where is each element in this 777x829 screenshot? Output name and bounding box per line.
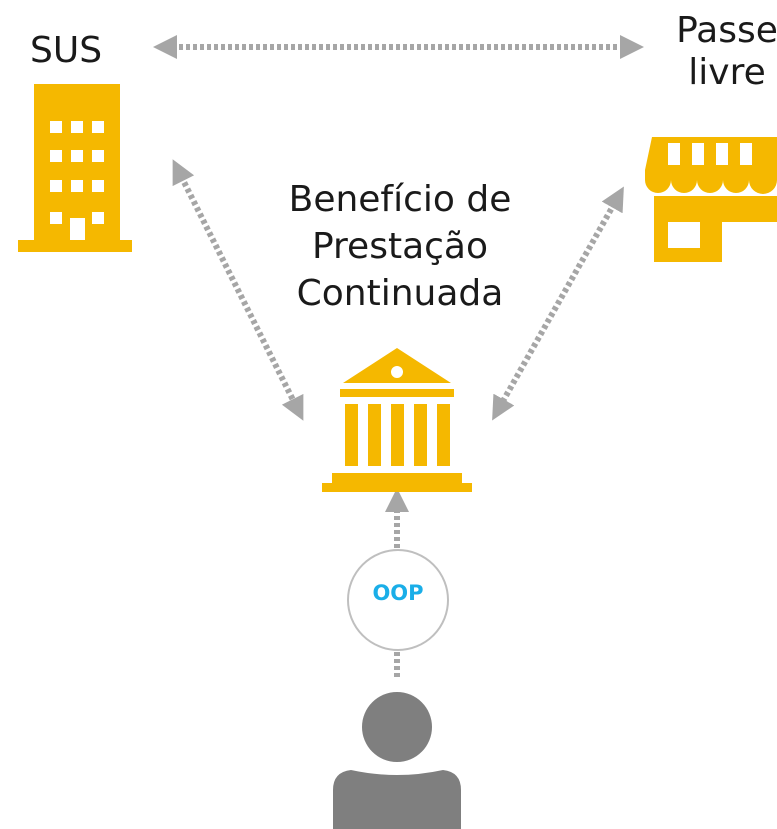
person-icon [333, 692, 461, 829]
arrow-passe-livre-bpc [492, 186, 624, 421]
bpc-label: Benefício de Prestação Continuada [288, 179, 512, 314]
oop-label: OOP [372, 581, 424, 605]
sus-label: SUS [30, 30, 103, 71]
passe-livre-label: Passe livre [676, 10, 777, 93]
office-building-icon [18, 84, 132, 252]
storefront-icon [645, 137, 777, 262]
oop-circle [347, 549, 449, 651]
bank-building-icon [322, 348, 472, 492]
arrow-sus-bpc [172, 159, 304, 421]
